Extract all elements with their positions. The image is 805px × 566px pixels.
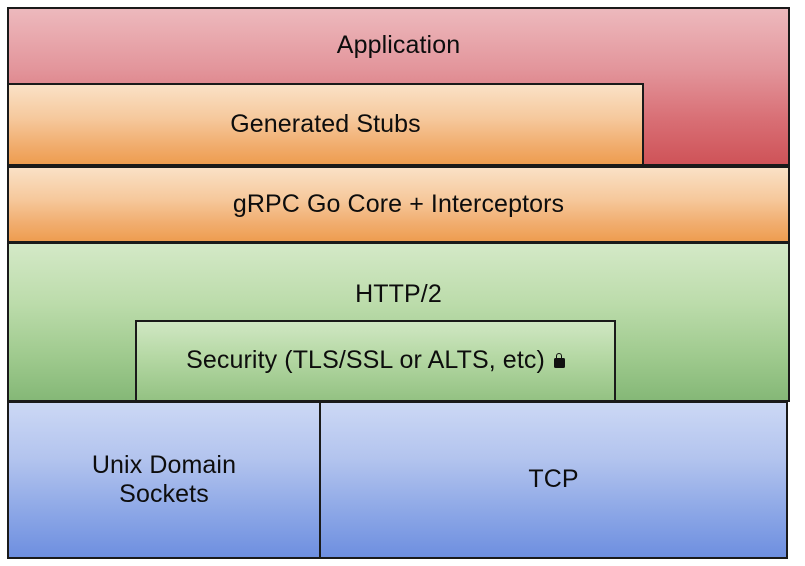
layer-transport-unix-domain-sockets-label: Unix Domain Sockets [91, 450, 237, 509]
lock-shackle [556, 353, 563, 359]
layer-transport-tcp: TCP [319, 401, 788, 559]
layer-application-label: Application [336, 31, 461, 59]
layer-transport-row: Unix Domain Sockets TCP [7, 401, 790, 559]
layer-grpc-core-label: gRPC Go Core + Interceptors [232, 189, 565, 218]
layer-generated-stubs-label: Generated Stubs [230, 109, 421, 138]
layer-http2-label: HTTP/2 [355, 280, 442, 308]
layer-security: Security (TLS/SSL or ALTS, etc) [135, 320, 616, 402]
layer-security-content: Security (TLS/SSL or ALTS, etc) [186, 346, 565, 376]
lock-body [553, 358, 565, 368]
layer-transport-tcp-label: TCP [528, 465, 579, 494]
layer-transport-unix-domain-sockets: Unix Domain Sockets [7, 401, 321, 559]
layer-grpc-core: gRPC Go Core + Interceptors [7, 166, 790, 243]
layer-generated-stubs: Generated Stubs [7, 83, 644, 166]
lock-icon [553, 353, 565, 368]
layer-security-label: Security (TLS/SSL or ALTS, etc) [186, 346, 545, 375]
